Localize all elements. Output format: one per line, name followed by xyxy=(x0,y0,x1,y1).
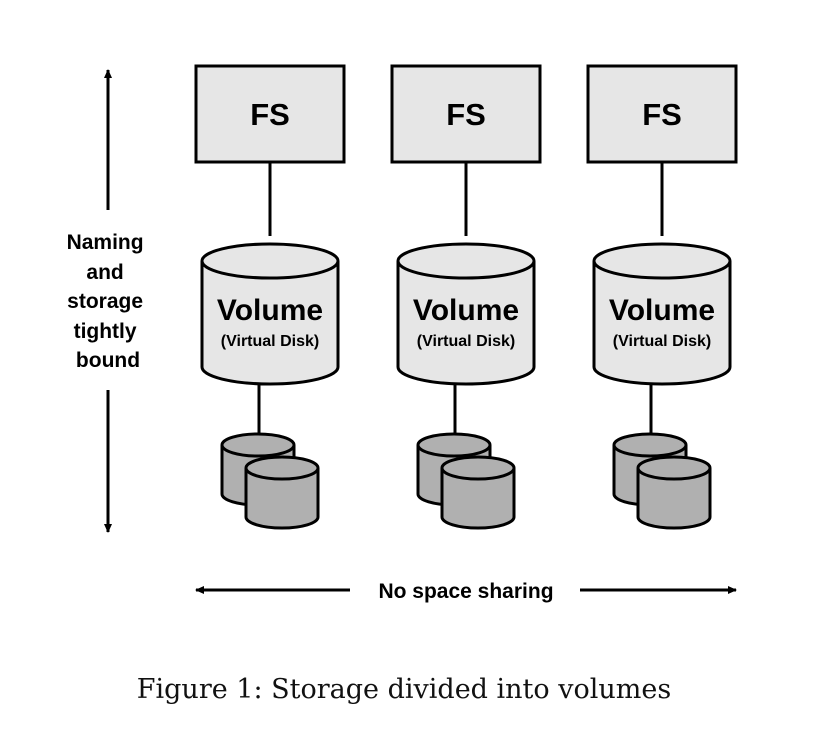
fs-box xyxy=(194,64,346,164)
column-2: FS Volume (Virtual Disk) xyxy=(390,64,542,530)
bottom-label: No space sharing xyxy=(378,580,553,603)
volume-top xyxy=(200,242,340,280)
volume-body xyxy=(396,261,536,386)
volume-label: Volume xyxy=(217,294,323,327)
figure-caption: Figure 1: Storage divided into volumes xyxy=(137,674,671,705)
volume-cylinder xyxy=(200,242,340,386)
side-label-line-2: and xyxy=(86,261,123,284)
volume-sublabel: (Virtual Disk) xyxy=(417,333,515,350)
side-label-line-4: tightly xyxy=(74,320,137,343)
volume-sublabel: (Virtual Disk) xyxy=(613,333,711,350)
side-label-line-5: bound xyxy=(76,349,140,372)
volume-cylinder xyxy=(592,242,732,386)
fs-label: FS xyxy=(446,97,486,132)
volume-top xyxy=(592,242,732,280)
volume-body xyxy=(592,261,732,386)
column-3: FS Volume (Virtual Disk) xyxy=(586,64,738,530)
fs-label: FS xyxy=(250,97,290,132)
disk-front xyxy=(636,455,712,530)
fs-box xyxy=(586,64,738,164)
disk-front xyxy=(244,455,320,530)
side-label: Naming and storage tightly bound xyxy=(67,231,150,372)
volume-top xyxy=(396,242,536,280)
volume-body xyxy=(200,261,340,386)
side-label-line-1: Naming xyxy=(67,231,144,254)
volume-label: Volume xyxy=(413,294,519,327)
column-1: FS Volume (Virtual Disk) xyxy=(194,64,346,530)
side-label-line-3: storage xyxy=(67,290,143,313)
volume-label: Volume xyxy=(609,294,715,327)
volume-sublabel: (Virtual Disk) xyxy=(221,333,319,350)
fs-box xyxy=(390,64,542,164)
volume-cylinder xyxy=(396,242,536,386)
disk-front xyxy=(440,455,516,530)
fs-label: FS xyxy=(642,97,682,132)
